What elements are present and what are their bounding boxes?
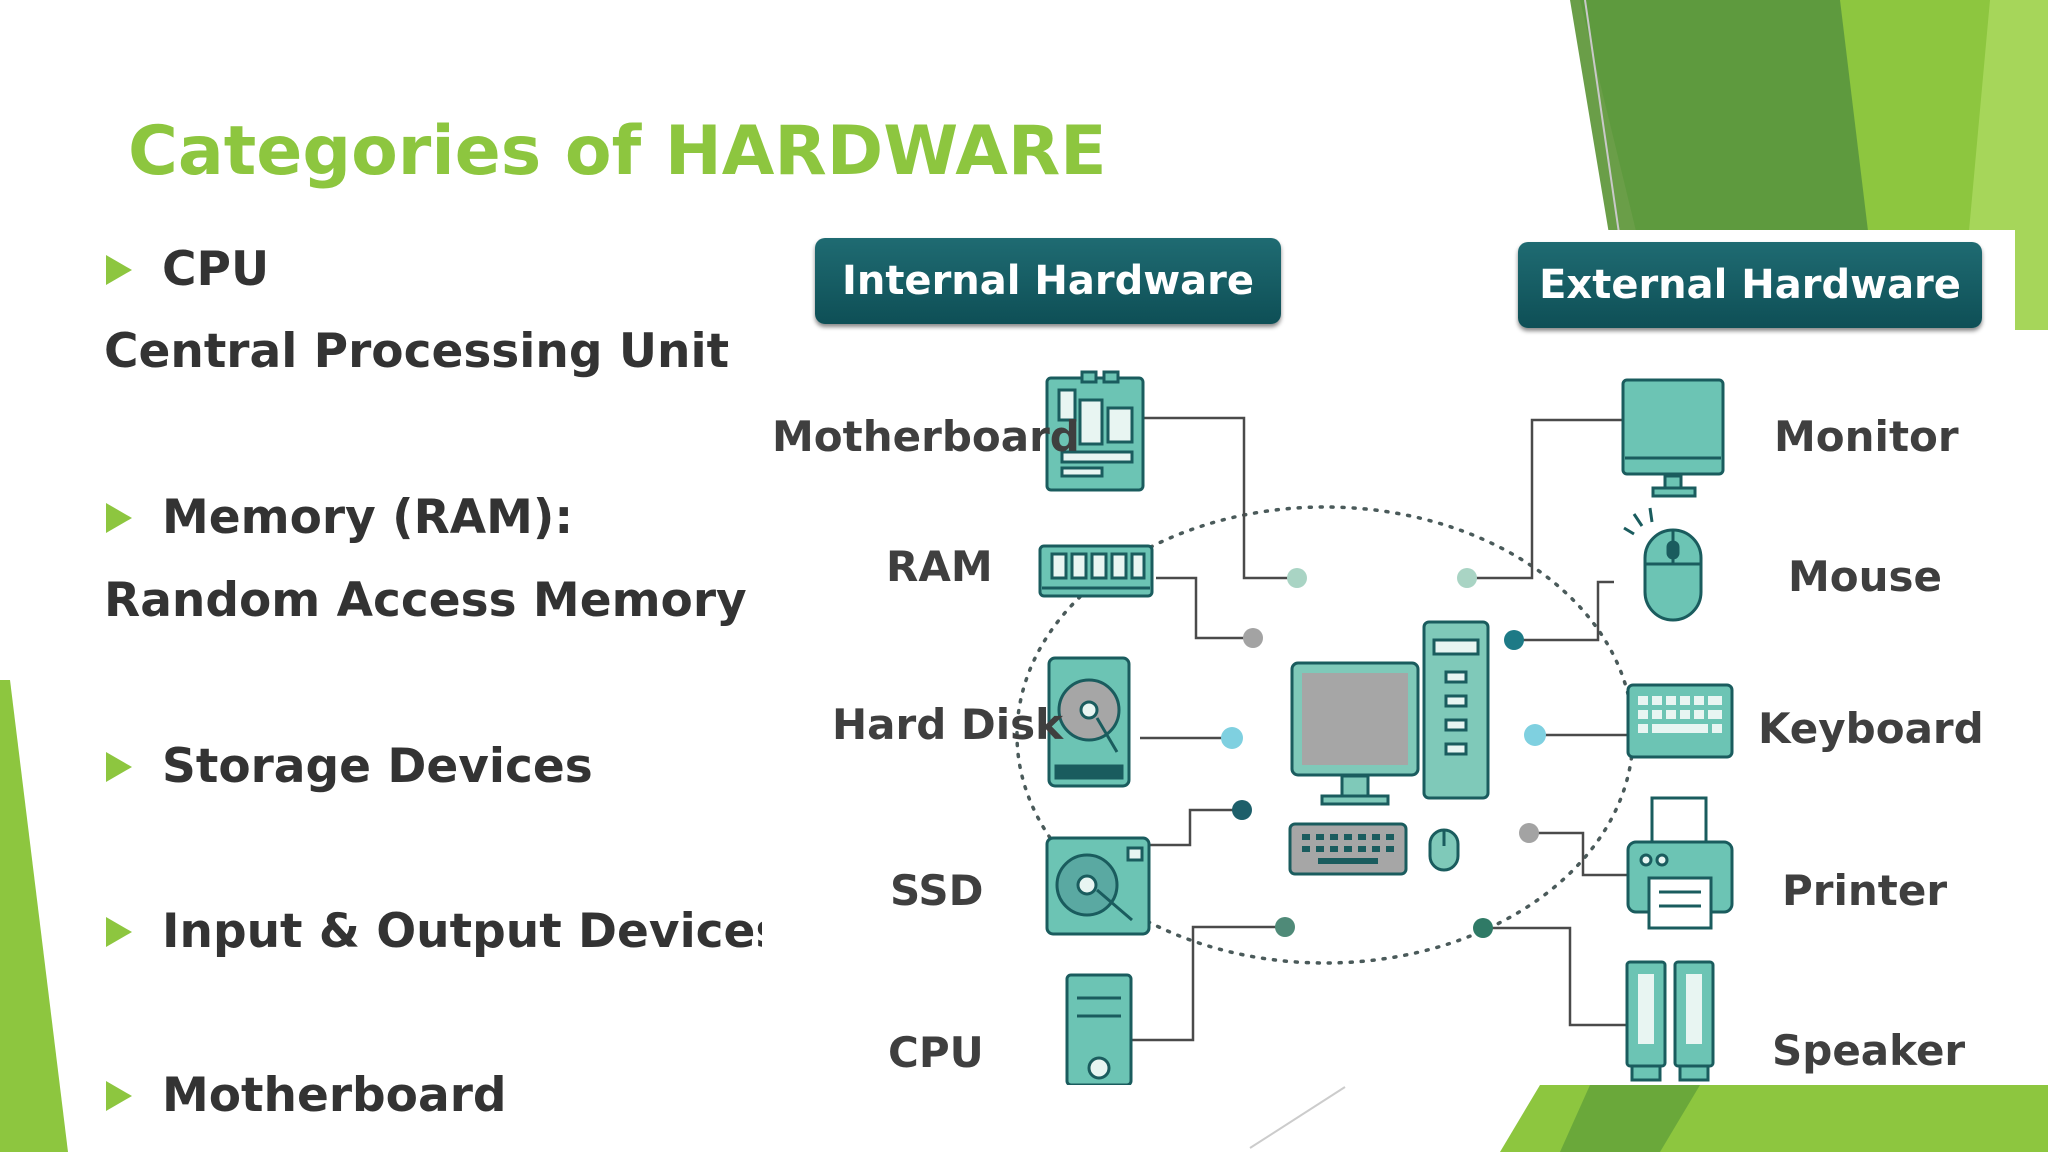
motherboard-icon bbox=[1045, 370, 1145, 492]
keyboard-icon bbox=[1626, 683, 1734, 759]
bullet-arrow-icon bbox=[106, 254, 132, 285]
internal-hardware-header: Internal Hardware bbox=[815, 238, 1281, 324]
hardware-diagram: Internal Hardware External Hardware Moth… bbox=[762, 230, 2015, 1085]
dot-speaker bbox=[1473, 918, 1493, 938]
internal-connectors bbox=[1132, 416, 1297, 1042]
external-connectors bbox=[1467, 418, 1632, 1027]
label-ssd: SSD bbox=[890, 866, 984, 915]
dot-cpu bbox=[1275, 917, 1295, 937]
dot-keyboard bbox=[1524, 724, 1546, 746]
bullet-motherboard: Motherboard bbox=[106, 1068, 507, 1123]
ram-icon bbox=[1038, 544, 1154, 598]
dot-motherboard bbox=[1287, 568, 1307, 588]
cpu-tower-icon bbox=[1065, 973, 1133, 1085]
corner-thin-line bbox=[1584, 0, 1621, 241]
bottom-thin-line bbox=[1249, 1086, 1346, 1149]
label-ram: RAM bbox=[886, 542, 993, 591]
bullet-label: Motherboard bbox=[162, 1068, 507, 1123]
label-speaker: Speaker bbox=[1772, 1026, 1966, 1075]
bullet-cpu: CPU bbox=[106, 242, 269, 297]
external-hardware-header: External Hardware bbox=[1518, 242, 1982, 328]
dot-mouse bbox=[1504, 630, 1524, 650]
bullet-sub-memory: Random Access Memory bbox=[104, 573, 747, 628]
label-mouse: Mouse bbox=[1788, 552, 1943, 601]
left-edge-shape bbox=[0, 680, 68, 1152]
speaker-icon bbox=[1625, 960, 1715, 1082]
dot-ssd bbox=[1232, 800, 1252, 820]
dot-harddisk bbox=[1221, 727, 1243, 749]
dot-ram bbox=[1243, 628, 1263, 648]
hard-disk-icon bbox=[1047, 656, 1131, 788]
ssd-icon bbox=[1045, 836, 1151, 936]
mouse-icon bbox=[1623, 507, 1703, 622]
monitor-icon bbox=[1621, 378, 1725, 498]
label-hard-disk: Hard Disk bbox=[832, 700, 1064, 749]
diagram-graphics bbox=[1015, 370, 1734, 1085]
bullet-arrow-icon bbox=[106, 916, 132, 947]
bullet-arrow-icon bbox=[106, 751, 132, 782]
bullet-label: Input & Output Devices bbox=[162, 904, 784, 959]
bullet-io-devices: Input & Output Devices bbox=[106, 904, 783, 959]
dot-printer bbox=[1519, 823, 1539, 843]
bullet-sub-cpu: Central Processing Unit bbox=[104, 324, 730, 379]
label-cpu: CPU bbox=[888, 1028, 984, 1077]
bullet-label: Memory (RAM): bbox=[162, 490, 574, 545]
bullet-arrow-icon bbox=[106, 1080, 132, 1111]
bullet-storage: Storage Devices bbox=[106, 739, 593, 794]
central-computer-icon bbox=[1288, 620, 1490, 876]
bullet-arrow-icon bbox=[106, 502, 132, 533]
label-motherboard: Motherboard bbox=[772, 412, 1080, 461]
label-monitor: Monitor bbox=[1774, 412, 1959, 461]
printer-icon bbox=[1626, 796, 1734, 930]
bullet-memory: Memory (RAM): bbox=[106, 490, 573, 545]
bullet-label: CPU bbox=[162, 242, 270, 297]
dot-monitor bbox=[1457, 568, 1477, 588]
label-keyboard: Keyboard bbox=[1758, 704, 1984, 753]
bullet-label: Storage Devices bbox=[162, 739, 593, 794]
slide-title: Categories of HARDWARE bbox=[128, 112, 1107, 191]
label-printer: Printer bbox=[1782, 866, 1948, 915]
bottom-right-shape-dark bbox=[1560, 1085, 1700, 1152]
